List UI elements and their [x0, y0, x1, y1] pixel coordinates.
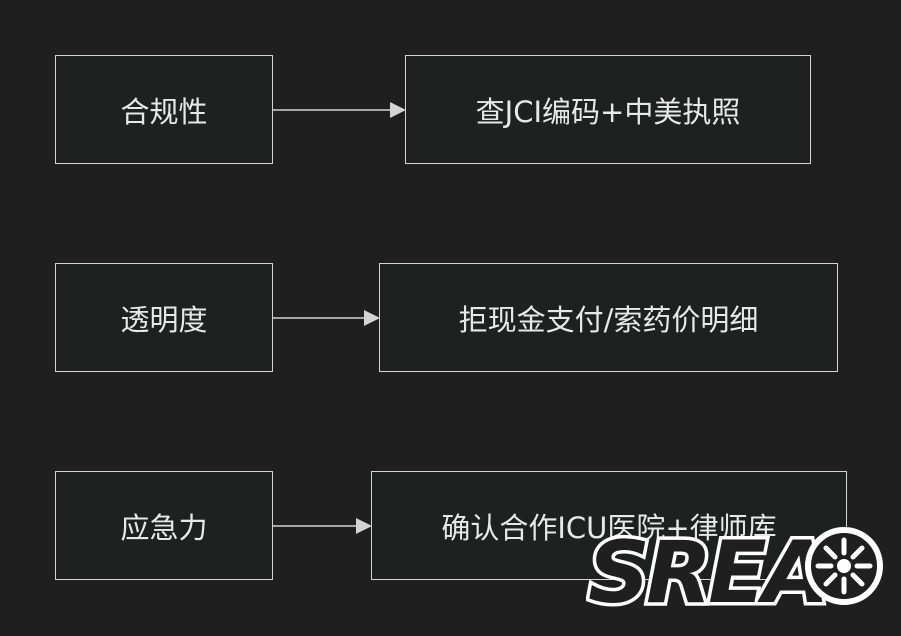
- watermark-logo: SREA: [586, 520, 883, 616]
- node-transparency: 透明度: [55, 263, 273, 372]
- node-emergency-action: 确认合作ICU医院+律师库: [371, 471, 847, 580]
- node-label: 拒现金支付/索药价明细: [458, 302, 759, 337]
- sun-icon: [805, 527, 883, 605]
- node-compliance-action: 查JCI编码+中美执照: [405, 55, 811, 164]
- node-compliance: 合规性: [55, 55, 273, 164]
- node-label: 查JCI编码+中美执照: [475, 94, 741, 129]
- node-emergency: 应急力: [55, 471, 273, 580]
- edge-compliance: [273, 102, 406, 118]
- edge-transparency: [273, 310, 380, 326]
- edge-emergency: [273, 518, 372, 534]
- node-label: 确认合作ICU医院+律师库: [441, 510, 777, 545]
- svg-text:SREA: SREA: [588, 523, 825, 616]
- node-label: 透明度: [120, 302, 208, 337]
- node-label: 应急力: [120, 510, 208, 545]
- node-transparency-action: 拒现金支付/索药价明细: [379, 263, 838, 372]
- node-label: 合规性: [120, 94, 208, 129]
